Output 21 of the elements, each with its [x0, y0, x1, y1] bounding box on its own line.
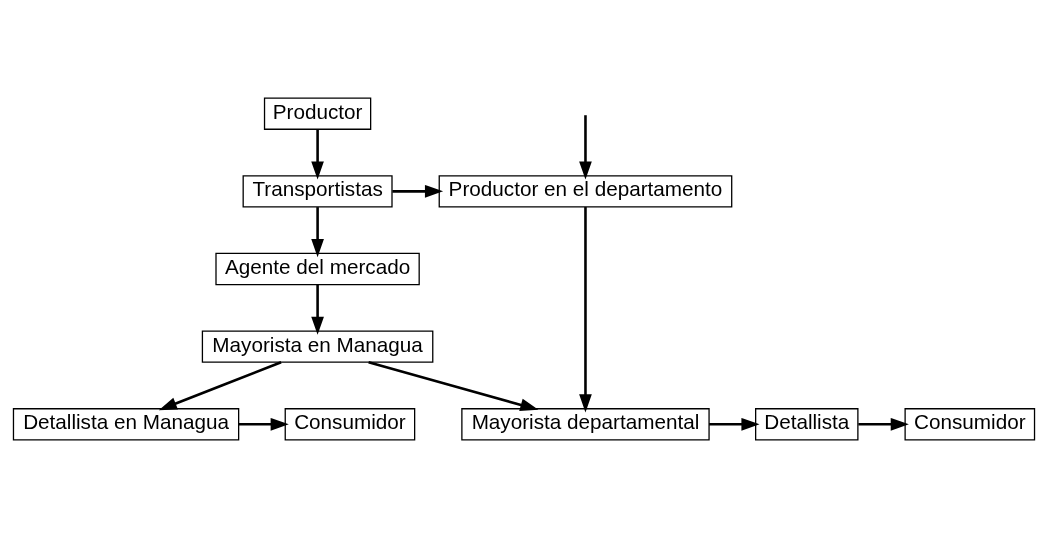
node-box: Mayorista departamental — [461, 407, 710, 440]
arrow — [311, 284, 324, 335]
node-box: Mayorista en Managua — [201, 329, 434, 363]
arrow — [709, 417, 760, 431]
node-box: Consumidor — [284, 407, 416, 440]
node-box: Detallista en Managua — [12, 407, 240, 440]
arrow — [858, 417, 909, 431]
arrow — [579, 206, 592, 412]
arrow — [158, 360, 282, 410]
node-box: Productor en el departamento — [438, 174, 733, 208]
node-box: Consumidor — [904, 407, 1036, 440]
node-box: Detallista — [755, 407, 859, 440]
node-box: Productor — [263, 97, 372, 130]
node-box: Agente del mercado — [215, 252, 420, 285]
arrow — [311, 128, 324, 180]
arrow — [311, 206, 324, 257]
arrow — [579, 114, 592, 180]
node-box: Transportistas — [242, 174, 393, 208]
arrow — [238, 417, 289, 431]
arrow — [368, 360, 539, 411]
arrow — [392, 184, 444, 198]
